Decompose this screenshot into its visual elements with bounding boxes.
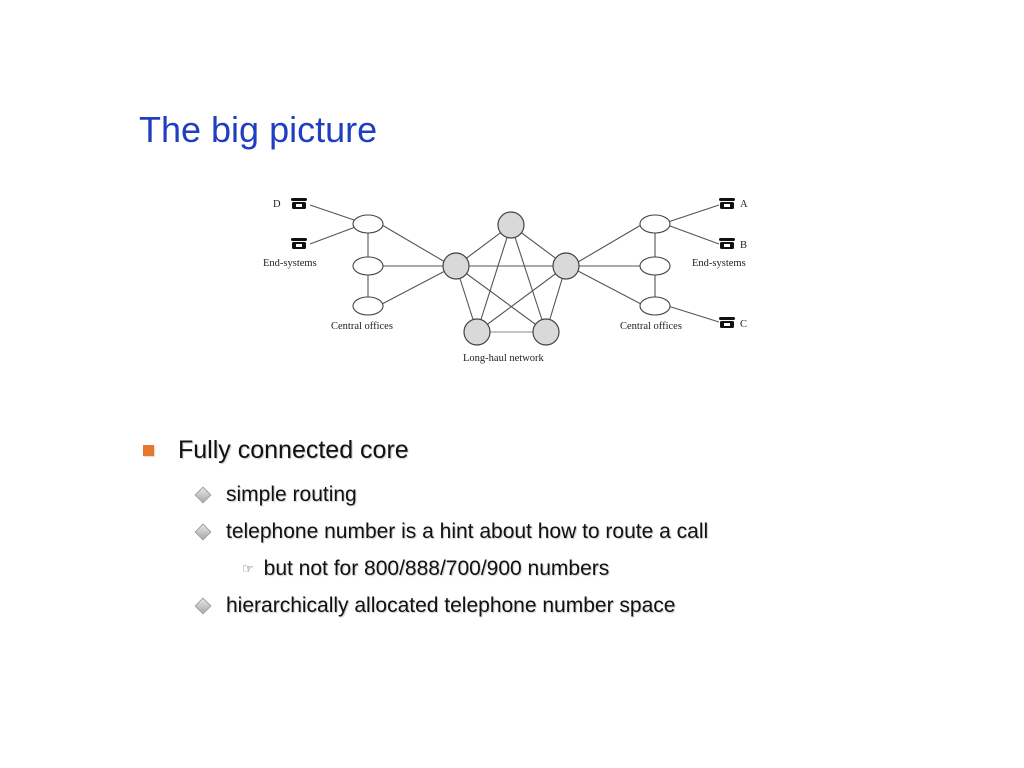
- office-core-links: [381, 224, 642, 305]
- phone-label-a: A: [740, 199, 748, 210]
- core-node: [442, 252, 470, 280]
- core-node: [497, 211, 525, 239]
- telephone-icon: [719, 238, 735, 249]
- core-nodes: [442, 211, 580, 346]
- office-links: [367, 232, 656, 298]
- phone-label-c: C: [740, 319, 747, 330]
- central-office-node: [639, 256, 671, 276]
- end-systems-label-right: End-systems: [692, 258, 746, 269]
- access-links: [309, 204, 720, 323]
- telephone-icon: [719, 317, 735, 328]
- core-node: [532, 318, 560, 346]
- central-office-node: [352, 256, 384, 276]
- telephone-icon: [291, 198, 307, 209]
- long-haul-network-label: Long-haul network: [463, 353, 545, 364]
- telephone-icon: [719, 198, 735, 209]
- core-mesh-links: [455, 224, 567, 333]
- core-node: [463, 318, 491, 346]
- central-office-node: [352, 296, 384, 316]
- central-office-nodes: [352, 214, 671, 316]
- slide-title: The big picture: [139, 109, 378, 150]
- phone-label-b: B: [740, 240, 747, 251]
- central-office-node: [639, 296, 671, 316]
- end-systems-label-left: End-systems: [263, 258, 317, 269]
- telephone-icon: [291, 238, 307, 249]
- core-node: [552, 252, 580, 280]
- central-offices-label-right: Central offices: [620, 321, 682, 332]
- central-office-node: [639, 214, 671, 234]
- central-office-node: [352, 214, 384, 234]
- phone-label-d: D: [273, 199, 281, 210]
- central-offices-label-left: Central offices: [331, 321, 393, 332]
